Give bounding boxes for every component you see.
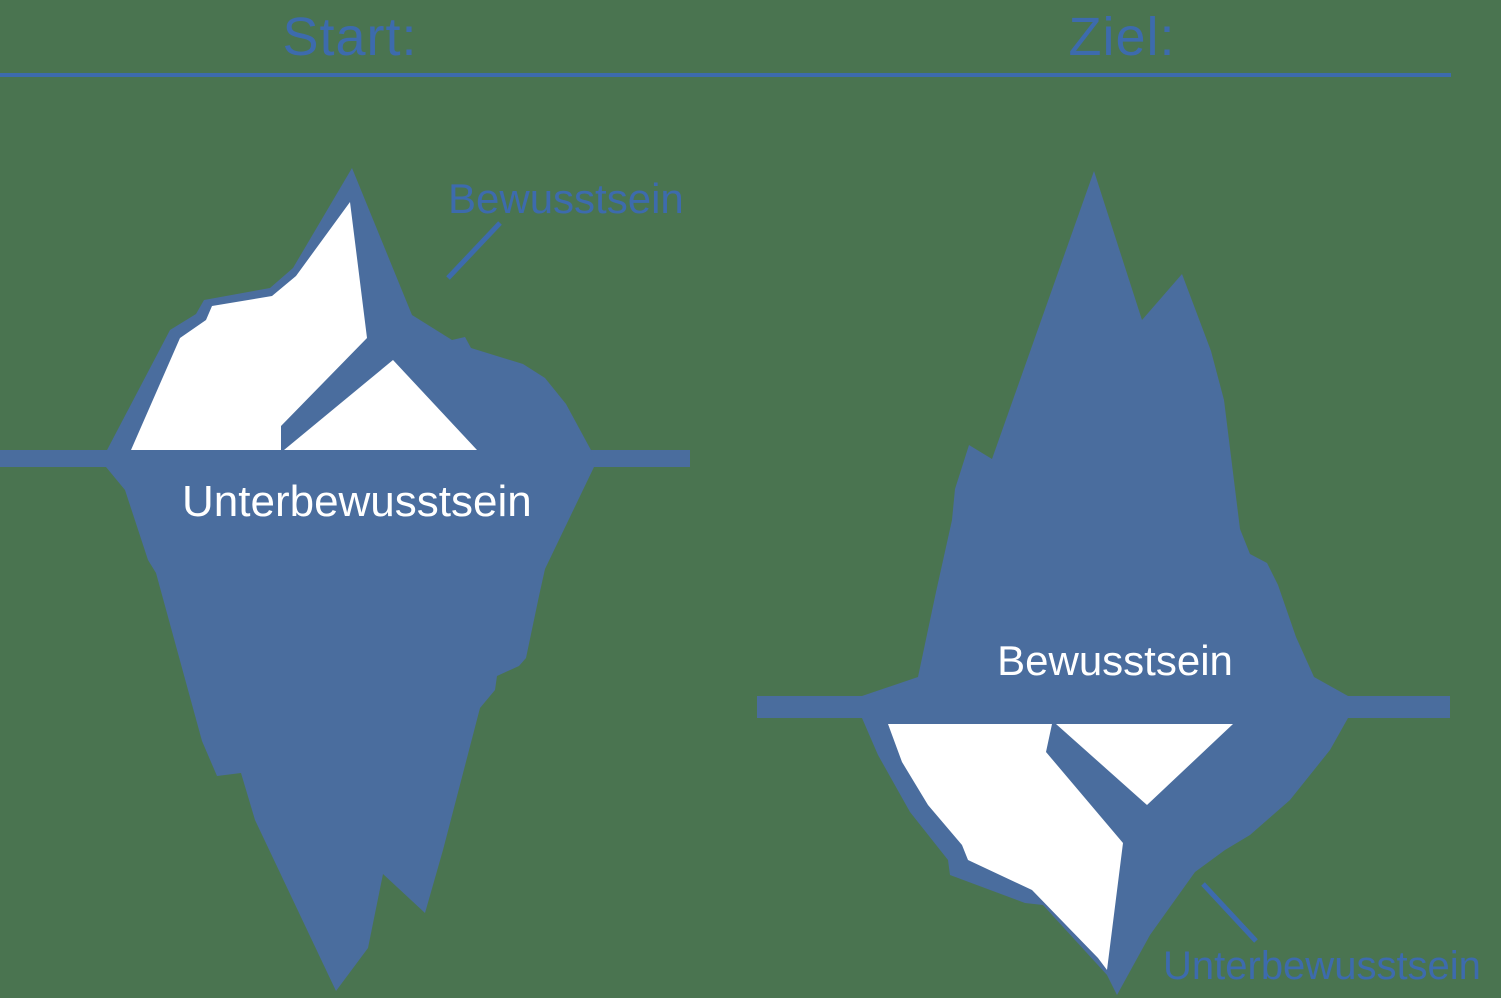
right-below-water-label: Unterbewusstsein — [1163, 944, 1481, 988]
left-iceberg-white-face-triangle — [284, 360, 477, 450]
bewusstsein-pointer-line — [446, 221, 502, 280]
left-above-water-label: Bewusstsein — [448, 175, 684, 222]
right-above-water-label: Bewusstsein — [997, 637, 1233, 684]
unterbewusstsein-pointer-line — [1201, 882, 1258, 943]
right-iceberg-white-face — [888, 724, 1123, 970]
title-ziel: Ziel: — [1068, 7, 1176, 67]
right-iceberg-white-face-triangle — [1056, 724, 1233, 805]
left-below-water-label: Unterbewusstsein — [182, 477, 532, 526]
left-iceberg-white-face — [131, 202, 367, 450]
title-start: Start: — [282, 7, 418, 67]
